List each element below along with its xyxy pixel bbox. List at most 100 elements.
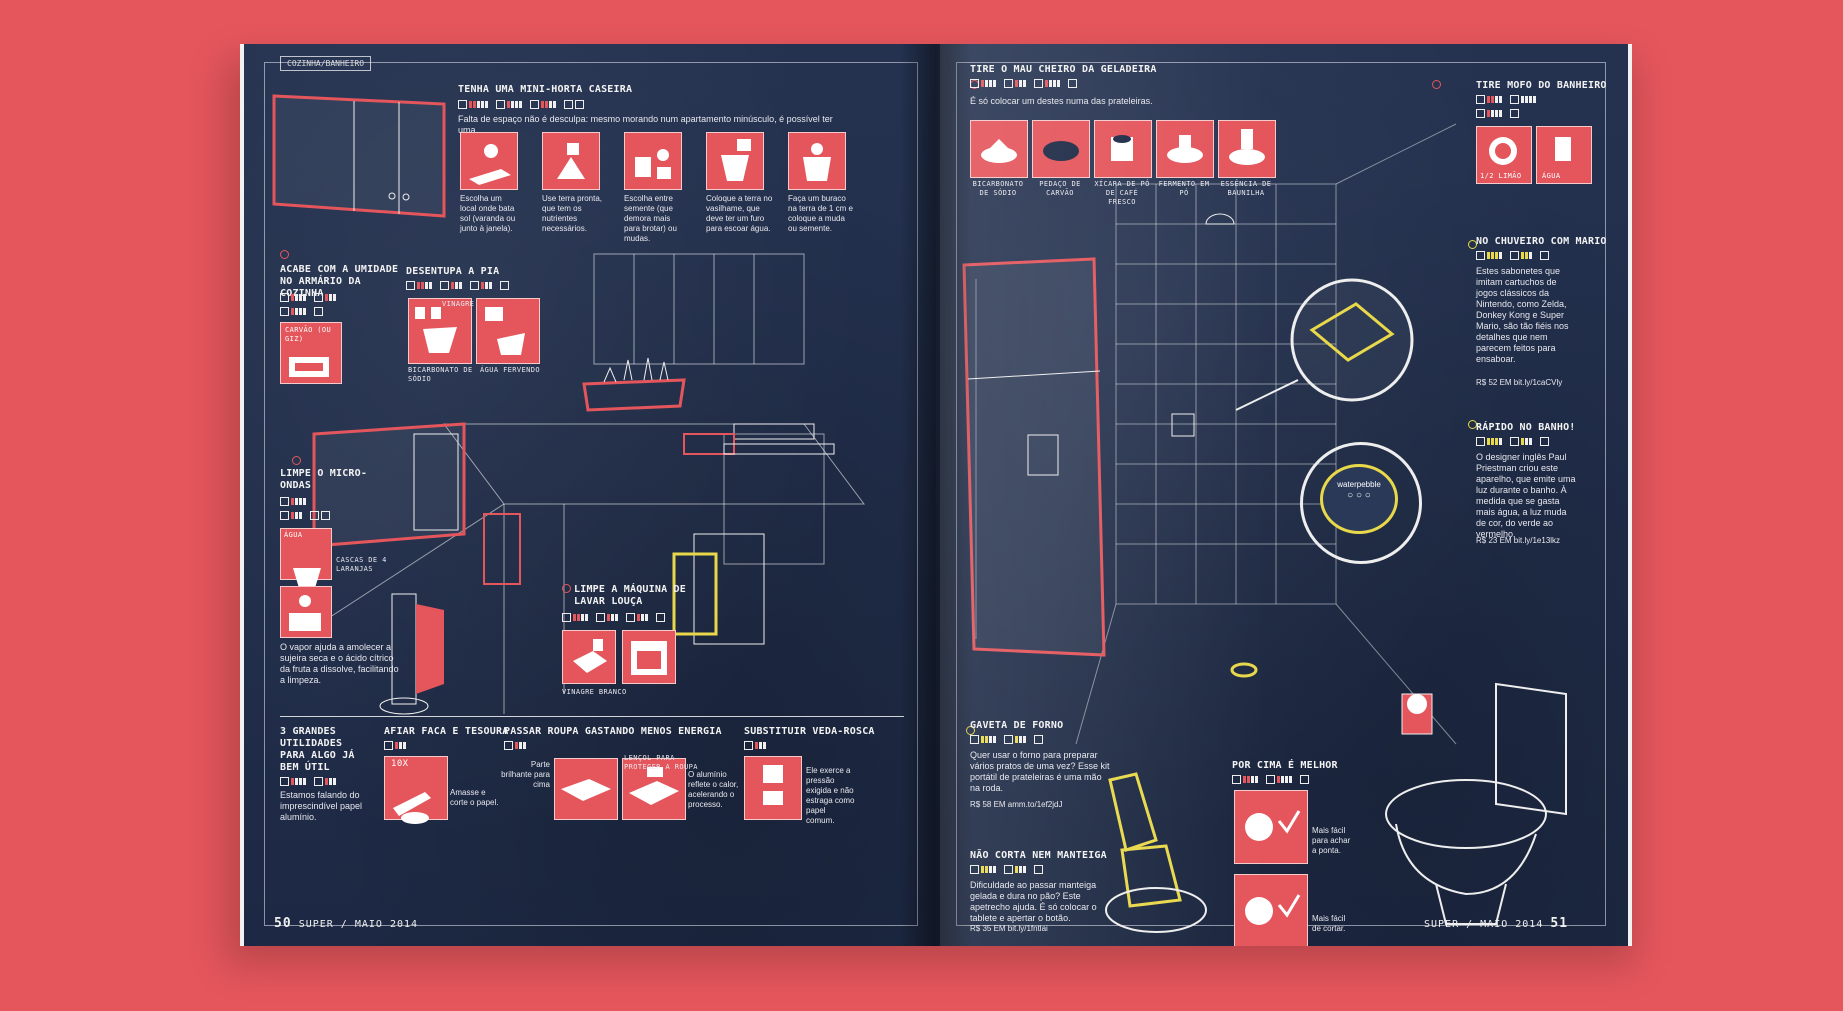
geladeira-item-4-label: FERMENTO EM PÓ: [1158, 180, 1210, 197]
callout-dot: [1468, 240, 1477, 249]
utilidades-text: Estamos falando do imprescindível papel …: [280, 790, 363, 822]
pia-label-agua: ÁGUA FERVENDO: [480, 366, 540, 374]
roupa-side-text: Parte brilhante para cima: [501, 760, 550, 789]
geladeira-item-1-label: BICARBONATO DE SÓDIO: [972, 180, 1024, 197]
faca-text: Amasse e corte o papel.: [450, 788, 499, 807]
porcima-note-2: Mais fácil de cortar.: [1312, 914, 1346, 933]
roupa-rating: [504, 740, 532, 750]
gaveta-rating: [970, 734, 1043, 744]
waterpebble-circle: [1300, 442, 1422, 564]
chuveiro-ref: R$ 52 EM bit.ly/1caCVly: [1476, 378, 1563, 387]
pia-label-bicarbonato: BICARBONATO DE SÓDIO: [408, 366, 473, 383]
gaveta-title: GAVETA DE FORNO: [970, 720, 1064, 731]
mofo-illustration-2: [1536, 126, 1592, 184]
horta-title: TENHA UMA MINI-HORTA CASEIRA: [458, 84, 633, 95]
horta-step-1-text: Escolha um local onde bata sol (varanda …: [460, 194, 516, 233]
geladeira-item-3-illustration: [1094, 120, 1152, 178]
horta-step-4-text: Coloque a terra no vasilhame, que deve t…: [706, 194, 773, 233]
porcima-note-1: Mais fácil para achar a ponta.: [1312, 826, 1351, 855]
callout-dot: [1468, 420, 1477, 429]
geladeira-item-4-illustration: [1156, 120, 1214, 178]
chuveiro-rating: [1476, 250, 1549, 260]
horta-step-1-illustration: [460, 132, 518, 190]
gaveta-ref: R$ 58 EM amm.to/1ef2jdJ: [970, 800, 1063, 809]
banho-rating: [1476, 436, 1549, 446]
page-number-right: 51: [1550, 916, 1569, 931]
roupa-title: PASSAR ROUPA GASTANDO MENOS ENERGIA: [504, 726, 722, 737]
folio-left: 50 SUPER / MAIO 2014: [274, 916, 418, 931]
right-page: TIRE O MAU CHEIRO DA GELADEIRA É só colo…: [936, 44, 1632, 946]
geladeira-item-5-label: ESSÊNCIA DE BAUNILHA: [1220, 180, 1272, 197]
banho-ref: R$ 23 EM bit.ly/1e13lkz: [1476, 536, 1561, 545]
louca-illustration-1: [562, 630, 616, 684]
micro-illustration-2: [280, 586, 332, 638]
utilidades-title: 3 GRANDES UTILIDADES PARA ALGO JÁ BEM ÚT…: [280, 726, 355, 773]
geladeira-title: TIRE O MAU CHEIRO DA GELADEIRA: [970, 64, 1157, 75]
umidade-illustration: CARVÃO (OU GIZ): [280, 322, 342, 384]
faca-title: AFIAR FACA E TESOURA: [384, 726, 509, 737]
porcima-rating: [1232, 774, 1309, 784]
roupa-illustration-2: [622, 758, 686, 820]
louca-label: VINAGRE BRANCO: [562, 688, 627, 696]
callout-dot: [562, 584, 571, 593]
utilidades-rating: [280, 776, 342, 786]
manteiga-rating: [970, 864, 1043, 874]
pia-illustration-1: [408, 298, 472, 364]
chuveiro-text: Estes sabonetes que imitam cartuchos de …: [1476, 266, 1569, 364]
horta-intro: Falta de espaço não é desculpa: mesmo mo…: [458, 114, 833, 135]
faca-badge: 10x: [391, 759, 409, 769]
roupa-text: O alumínio reflete o calor, acelerando o…: [688, 770, 739, 809]
horta-step-5-text: Faça um buraco na terra de 1 cm e coloqu…: [788, 194, 853, 233]
geladeira-rating: [970, 78, 1077, 88]
left-page: COZINHA/BANHEIRO TENHA UMA MINI-HORTA CA…: [240, 44, 940, 946]
soap-cartridge-illustration: [1235, 278, 1414, 411]
micro-label-agua: ÁGUA: [284, 531, 303, 539]
banho-title: RÁPIDO NO BANHO!: [1476, 422, 1576, 433]
umidade-label: CARVÃO (OU GIZ): [285, 326, 332, 343]
geladeira-item-1-illustration: [970, 120, 1028, 178]
pia-title: DESENTUPA A PIA: [406, 266, 500, 277]
mofo-title: TIRE MOFO DO BANHEIRO: [1476, 80, 1607, 91]
faca-rating: [384, 740, 412, 750]
gaveta-text: Quer usar o forno para preparar vários p…: [970, 750, 1110, 793]
louca-rating: [562, 612, 665, 622]
micro-label-cascas: CASCAS DE 4 LARANJAS: [336, 556, 387, 573]
geladeira-intro: É só colocar um destes numa das pratelei…: [970, 96, 1153, 106]
folio-text-right: SUPER / MAIO 2014: [1424, 919, 1544, 930]
waterpebble-label: waterpebble: [1337, 480, 1381, 489]
horta-rating: [458, 99, 584, 109]
horta-step-2-text: Use terra pronta, que tem os nutrientes …: [542, 194, 603, 233]
veda-rating: [744, 740, 772, 750]
pia-label-vinagre: VINAGRE: [442, 300, 475, 308]
pia-illustration-2: [476, 298, 540, 364]
chuveiro-title: NO CHUVEIRO COM MARIO: [1476, 236, 1607, 247]
geladeira-item-2-illustration: [1032, 120, 1090, 178]
veda-title: SUBSTITUIR VEDA-ROSCA: [744, 726, 875, 737]
horta-step-5-illustration: [788, 132, 846, 190]
section-divider: [280, 716, 904, 717]
cabinet-illustration: [272, 94, 446, 218]
umidade-rating: [280, 292, 342, 302]
mofo-label-agua: ÁGUA: [1542, 172, 1561, 180]
mofo-rating: [1476, 94, 1542, 104]
kitchen-illustration: [303, 253, 865, 714]
manteiga-ref: R$ 35 EM bit.ly/1fntlai: [970, 924, 1048, 933]
horta-step-3-text: Escolha entre semente (que demora mais p…: [624, 194, 677, 243]
horta-step-4-illustration: [706, 132, 764, 190]
micro-illustration-1: ÁGUA: [280, 528, 332, 588]
porcima-illustration-1: [1234, 790, 1308, 864]
section-tag: COZINHA/BANHEIRO: [280, 56, 372, 71]
mofo-label-limao: 1/2 LIMÃO: [1480, 172, 1522, 180]
waterpebble-dots-icon: ○ ○ ○: [1347, 490, 1371, 501]
porcima-illustration-2: [1234, 874, 1308, 946]
manteiga-text: Dificuldade ao passar manteiga gelada e …: [970, 880, 1097, 923]
geladeira-item-5-illustration: [1218, 120, 1276, 178]
page-number-left: 50: [274, 916, 292, 931]
butter-slicer-illustration: [1105, 772, 1207, 933]
micro-rating: [280, 496, 312, 506]
horta-step-2-illustration: [542, 132, 600, 190]
micro-rating-2: [280, 510, 330, 520]
toilet-illustration: [1385, 682, 1567, 925]
horta-step-3-illustration: [624, 132, 682, 190]
fridge-illustration: [962, 257, 1106, 657]
